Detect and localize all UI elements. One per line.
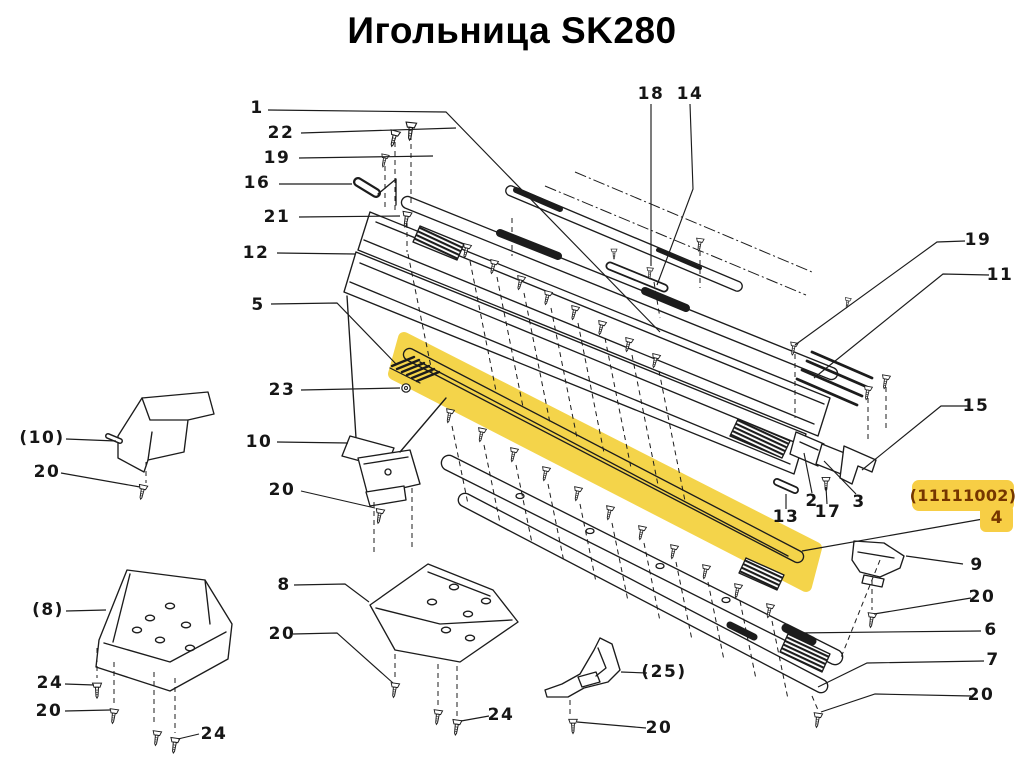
part-callout: 23: [268, 380, 296, 400]
page-title: Игольница SK280: [347, 10, 677, 51]
lower-right-bundle: [779, 633, 831, 673]
part-callout: (25): [641, 662, 687, 682]
part-callout: 16: [243, 173, 271, 193]
part-callout: 11: [986, 265, 1014, 285]
plate-eight-left: [95, 569, 233, 692]
part-callout: 2: [805, 491, 819, 511]
part-callout: 20: [645, 718, 673, 738]
part-callout: 12: [242, 243, 270, 263]
part-callout: 5: [251, 295, 265, 315]
part-callout: 15: [962, 396, 990, 416]
leader-lines: [60, 103, 990, 740]
part-callout: 20: [33, 462, 61, 482]
assembly-guide-lines: [96, 135, 887, 733]
part-callout: 6: [984, 620, 998, 640]
part-callout: 13: [772, 507, 800, 527]
needle-bed-plate-lower: [343, 251, 807, 475]
top-cover-rail: [505, 185, 743, 292]
bracket-ten-left: [105, 391, 215, 473]
highlighted-part-number-badge: 4: [980, 504, 1013, 532]
centerlines: [544, 171, 813, 296]
part-callout: 20: [268, 624, 296, 644]
part-callout: 21: [263, 207, 291, 227]
needle-bed-plate-upper: [357, 211, 831, 437]
part-callout: 22: [267, 123, 295, 143]
highlight-part-4: [388, 332, 822, 592]
part-callout: 9: [970, 555, 984, 575]
part-callout: 1: [250, 98, 264, 118]
part-callout: 24: [36, 673, 64, 693]
right-needle-bundle: [795, 350, 874, 407]
part-callout: 3: [852, 492, 866, 512]
rod-16: [353, 177, 397, 206]
part-callout: 10: [245, 432, 273, 452]
cover-bar-14: [605, 261, 669, 293]
bracket-ten-mid: [341, 397, 447, 507]
part-callout: 20: [967, 685, 995, 705]
part-callout: 17: [814, 502, 842, 522]
part-callout: 20: [268, 480, 296, 500]
part-callout: 24: [487, 705, 515, 725]
part-callout: 14: [676, 84, 704, 104]
part-callout: 18: [637, 84, 665, 104]
bracket-twentyfive: [544, 637, 621, 698]
part-callout: 19: [263, 148, 291, 168]
highlighted-part-code-badge: (11111002): [910, 480, 1016, 511]
part-callout: 19: [964, 230, 992, 250]
part-callout: 20: [35, 701, 63, 721]
part-callout: 20: [968, 587, 996, 607]
part-callout: 7: [986, 650, 1000, 670]
end-brackets: [773, 431, 877, 494]
part-callout: 8: [277, 575, 291, 595]
needle-bed-rail-upper: [400, 195, 839, 381]
part-callout: 24: [200, 724, 228, 744]
plate-eight-mid: [369, 563, 519, 663]
needle-strip-part-4: [402, 347, 805, 591]
part-callout: (10): [19, 428, 65, 448]
bracket-nine: [851, 540, 905, 588]
left-needle-comb: [389, 355, 441, 384]
part-callout: (8): [32, 600, 64, 620]
